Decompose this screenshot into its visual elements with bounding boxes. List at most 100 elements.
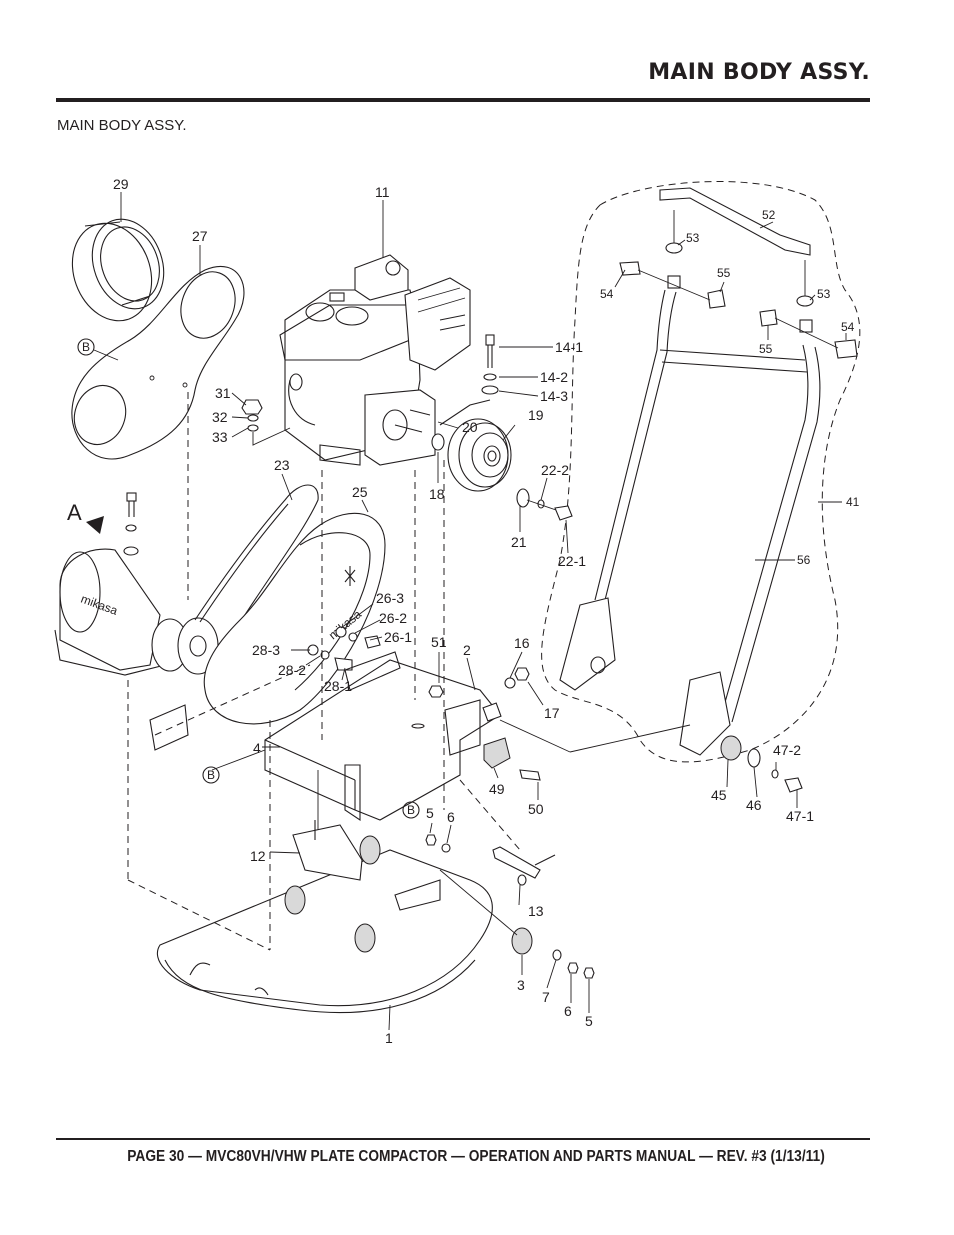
callout-27: 27 (192, 228, 208, 244)
view-marker-a: A (67, 500, 82, 525)
part-4-plate (149, 704, 189, 751)
callout-17: 17 (544, 705, 560, 721)
callout-55-right: 55 (759, 342, 773, 356)
part-54-pin-left (619, 261, 641, 276)
diagram-subtitle: MAIN BODY ASSY. (57, 117, 187, 134)
callout-1: 1 (385, 1030, 393, 1046)
callout-23: 23 (274, 457, 290, 473)
ref-marker-b-3: B (407, 803, 415, 817)
callout-29: 29 (113, 176, 129, 192)
callout-50: 50 (528, 801, 544, 817)
part-5-nut-lower (583, 967, 595, 979)
part-11-engine (279, 254, 471, 466)
callout-25: 25 (352, 484, 368, 500)
part-6-washer-upper (441, 843, 451, 853)
ref-marker-b-2: B (207, 768, 215, 782)
callout-6-upper: 6 (447, 809, 455, 825)
callout-22-1: 22-1 (558, 553, 586, 569)
callout-45: 45 (711, 787, 727, 803)
part-45-rubber-bushing (720, 735, 742, 761)
ref-marker-b-circle (77, 338, 95, 356)
callout-28-3: 28-3 (252, 642, 280, 658)
ref-marker-b-circle-2 (202, 766, 220, 784)
part-17-nut (514, 667, 530, 681)
callout-54-right: 54 (841, 320, 855, 334)
callout-4: 4 (253, 740, 261, 756)
part-27-belt-cover (71, 265, 245, 460)
mount-rubber-2 (354, 923, 376, 953)
callout-16: 16 (514, 635, 530, 651)
part-28-hardware (307, 644, 353, 671)
callout-14-3: 14-3 (540, 388, 568, 404)
callout-2: 2 (463, 642, 471, 658)
part-6-nut-lower (567, 962, 579, 974)
callout-21: 21 (511, 534, 527, 550)
clutch-assembly: mikasa (54, 548, 219, 676)
callout-47-2: 47-2 (773, 742, 801, 758)
part-55-cap-left (707, 289, 726, 309)
callout-28-2: 28-2 (278, 662, 306, 678)
part-2-main-frame (264, 651, 502, 822)
callout-12: 12 (250, 848, 266, 864)
part-55-cap-right (759, 309, 778, 327)
view-arrow-icon (86, 516, 104, 534)
part-47-2-lockwasher (771, 769, 779, 779)
footer-rule (56, 1138, 870, 1140)
callout-51: 51 (431, 634, 447, 650)
callout-55-left: 55 (717, 266, 731, 280)
callout-7: 7 (542, 989, 550, 1005)
part-7-washer (552, 949, 562, 961)
part-18-spacer (431, 433, 445, 451)
ref-marker-b: B (82, 340, 90, 354)
handle-assembly-boundary (541, 181, 861, 763)
callout-leaders (120, 192, 847, 1031)
part-29-pulley-cover (71, 218, 165, 322)
callout-13: 13 (528, 903, 544, 919)
part-5-nut-upper (425, 834, 437, 846)
callout-22-2: 22-2 (541, 462, 569, 478)
callout-26-3: 26-3 (376, 590, 404, 606)
callout-26-2: 26-2 (379, 610, 407, 626)
ref-marker-b-circle-3 (402, 801, 420, 819)
callout-14-2: 14-2 (540, 369, 568, 385)
callout-6-lower: 6 (564, 1003, 572, 1019)
part-56-handle (559, 289, 821, 756)
callout-28-1: 28-1 (324, 678, 352, 694)
section-title: MAIN BODY ASSY. (648, 60, 870, 85)
page-footer: PAGE 30 — MVC80VH/VHW PLATE COMPACTOR — … (127, 1148, 825, 1165)
callout-14-1: 14-1 (555, 339, 583, 355)
callout-53-left: 53 (686, 231, 700, 245)
callout-56: 56 (797, 553, 811, 567)
header-rule (56, 98, 870, 102)
callout-31: 31 (215, 385, 231, 401)
part-49-rubber-block (483, 737, 511, 769)
clutch-mount-bolt (123, 492, 139, 556)
callout-18: 18 (429, 486, 445, 502)
callout-26-1: 26-1 (384, 629, 412, 645)
part-53-bushing-right (796, 295, 814, 307)
callout-32: 32 (212, 409, 228, 425)
part-1-base-plate (157, 849, 493, 1014)
part-47-1-bolt (784, 777, 803, 793)
part-12-exciter-mount (292, 824, 363, 881)
part-26-hardware (335, 626, 381, 649)
callout-11: 11 (375, 184, 390, 200)
callout-52: 52 (762, 208, 776, 222)
callout-41: 41 (846, 495, 860, 509)
part-21-washer (516, 488, 530, 508)
callout-5-lower: 5 (585, 1013, 593, 1029)
part-14-bolt-set (439, 334, 499, 426)
part-50-bolt (519, 769, 541, 781)
callout-49: 49 (489, 781, 505, 797)
part-54-pin-right (834, 339, 858, 359)
part-19-pulley (447, 418, 512, 492)
part-13-bracket (492, 846, 541, 879)
part-31-33-nut-set (241, 399, 291, 446)
part-52-top-bar (659, 187, 811, 256)
part-46-washer (747, 748, 761, 768)
mount-rubber-1 (284, 885, 306, 915)
part-22-1-bolt (554, 505, 573, 521)
callout-19: 19 (528, 407, 544, 423)
part-16-washer (504, 677, 516, 689)
